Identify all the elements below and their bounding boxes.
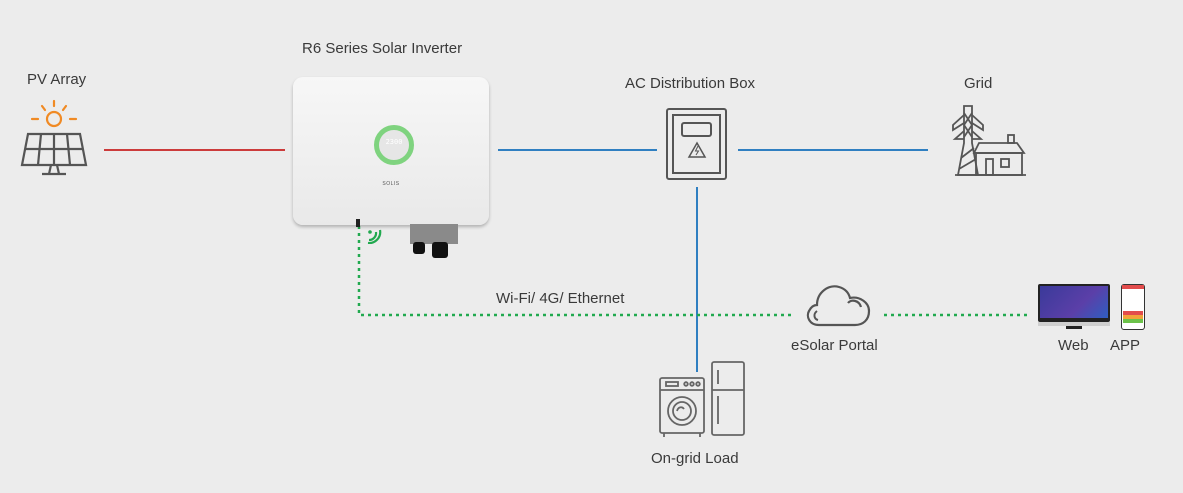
- cable-gland-small: [413, 242, 425, 254]
- distribution-box-icon: [666, 108, 727, 180]
- comm-label: Wi-Fi/ 4G/ Ethernet: [496, 290, 625, 307]
- pv-array-label: PV Array: [27, 71, 87, 88]
- cloud-icon[interactable]: [803, 280, 873, 330]
- grid-label: Grid: [964, 75, 993, 92]
- inverter-label: R6 Series Solar Inverter: [302, 40, 463, 57]
- cable-gland-large: [432, 242, 448, 258]
- app-label: APP: [1110, 337, 1141, 354]
- solar-panel-icon: [20, 99, 88, 176]
- web-label: Web: [1058, 337, 1089, 354]
- comm-module-stick: [356, 219, 360, 227]
- wifi-signal-icon: [367, 229, 382, 244]
- inverter-device: 2300 SOLIS: [293, 77, 489, 225]
- inverter-brand: SOLIS: [382, 181, 400, 187]
- transmission-tower-house-icon: [952, 105, 1026, 176]
- inverter-display-value: 2300: [385, 138, 403, 146]
- appliances-icon: [659, 361, 745, 437]
- inverter-junction-box: [410, 224, 458, 244]
- smartphone-icon[interactable]: [1121, 284, 1145, 330]
- inverter-display-ring: 2300: [374, 125, 414, 165]
- load-label: On-grid Load: [651, 450, 739, 467]
- comm-line-inverter-portal: [357, 226, 792, 317]
- ac-box-label: AC Distribution Box: [625, 75, 756, 92]
- monitor-icon[interactable]: [1038, 284, 1110, 329]
- portal-label: eSolar Portal: [791, 337, 878, 354]
